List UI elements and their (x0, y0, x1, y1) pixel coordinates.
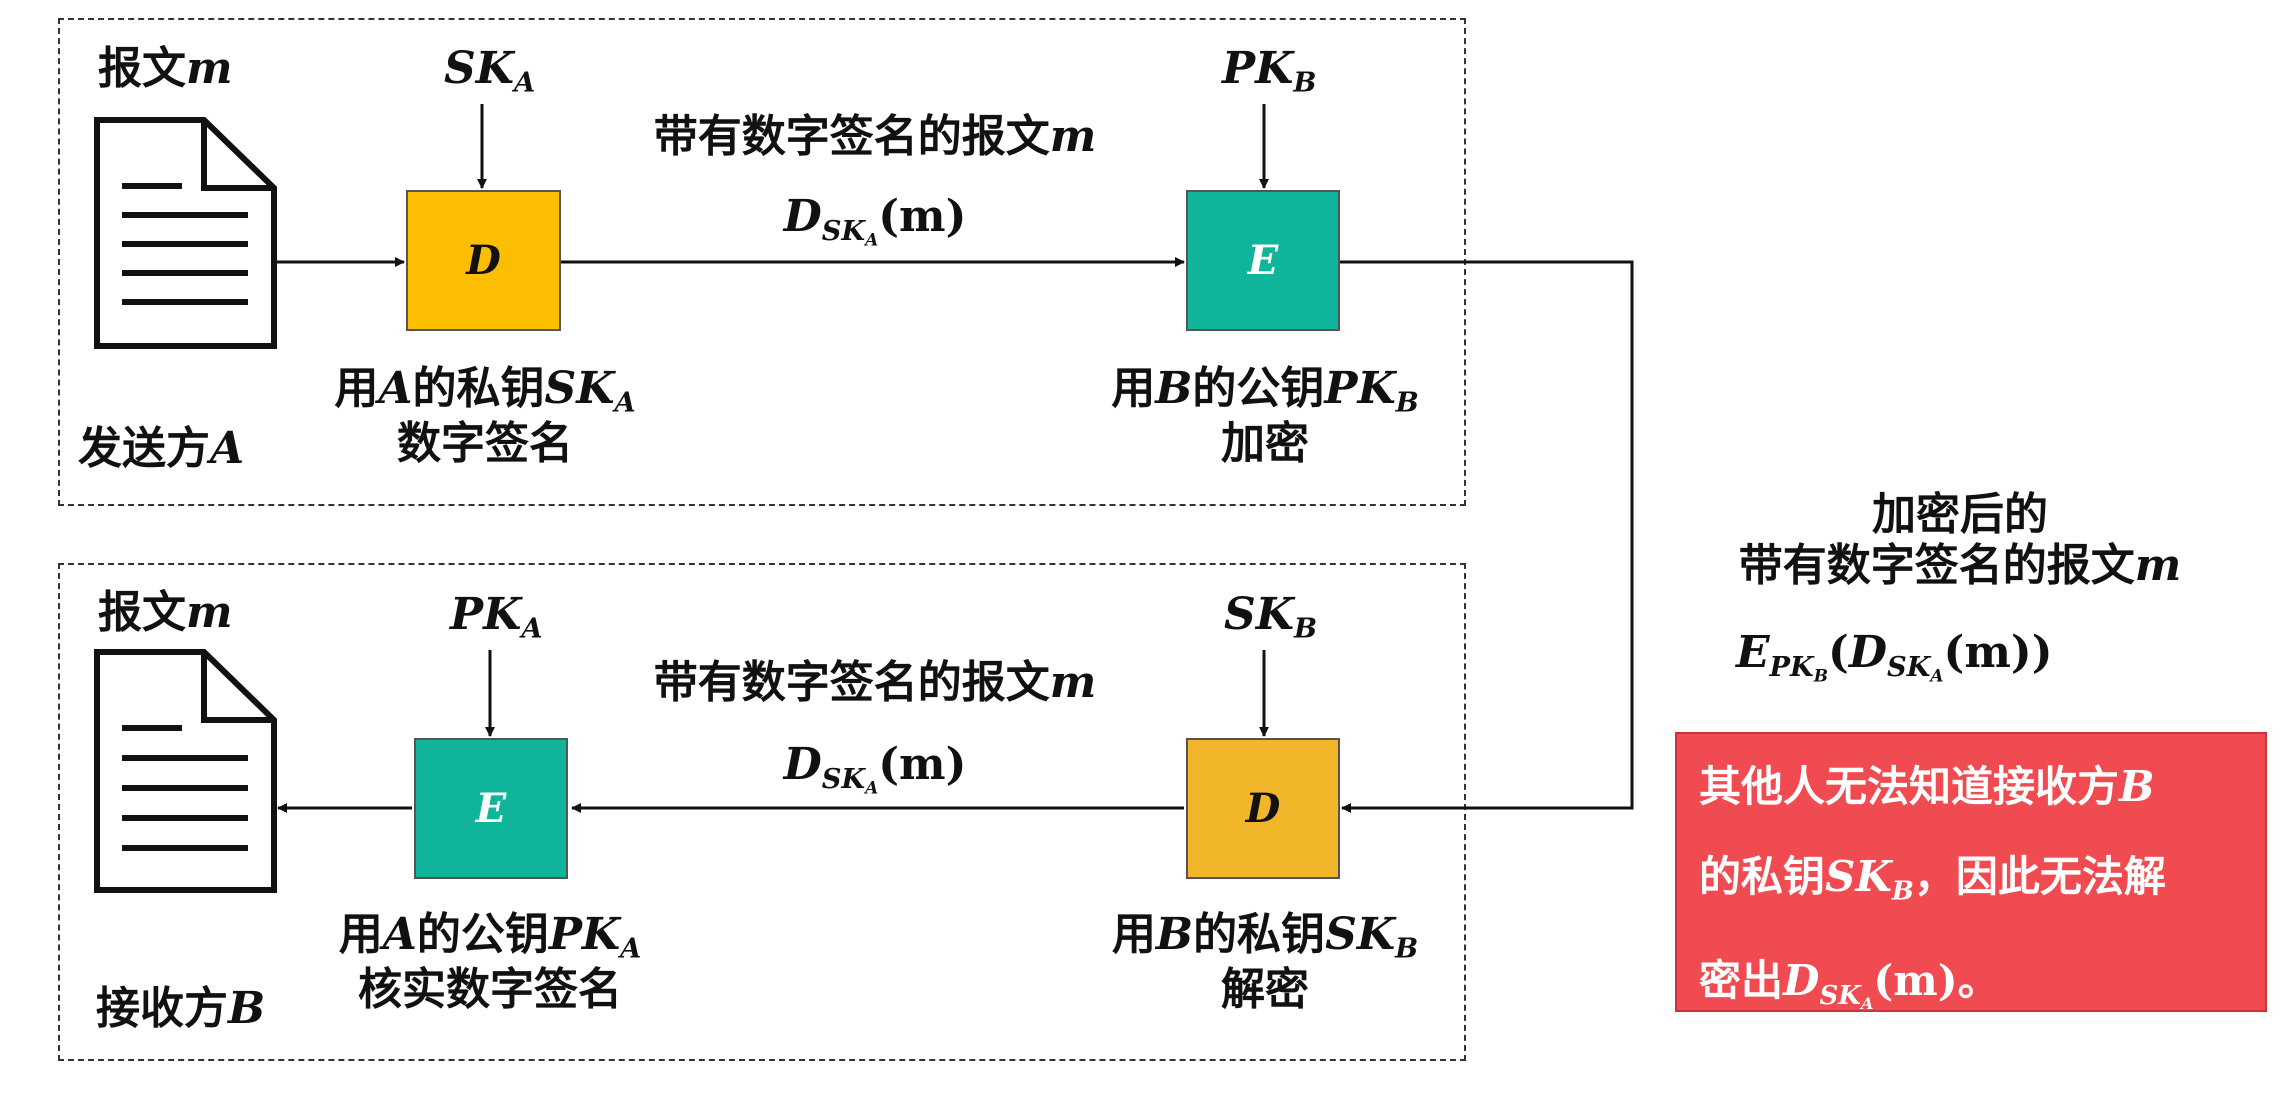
receiver-zone-label: 接收方B (96, 983, 266, 1034)
sender-key-pkb: PKB (1222, 43, 1317, 99)
verify-caption: 用A的公钥PKA 核实数字签名 (338, 909, 642, 1016)
sign-caption: 用A的私钥SKA 数字签名 (334, 363, 636, 470)
receiver-key-pka: PKA (450, 589, 543, 645)
receiver-zone (58, 563, 1466, 1061)
verify-box-e: E (414, 738, 568, 879)
encrypt-caption: 用B的公钥PKB 加密 (1111, 363, 1419, 470)
receiver-document-icon (94, 649, 277, 893)
encrypt-box-e: E (1186, 190, 1340, 331)
note-line-1: 其他人无法知道接收方B (1699, 762, 2155, 811)
decrypt-caption: 用B的私钥SKB 解密 (1111, 909, 1419, 1016)
note-line-3: 密出DSKA(m)。 (1699, 956, 2000, 1013)
decrypt-box-d: D (1186, 738, 1340, 879)
security-note: 其他人无法知道接收方B 的私钥SKB，因此无法解 密出DSKA(m)。 (1675, 732, 2267, 1013)
channel-path (1339, 260, 1634, 813)
receiver-doc-label: 报文m (98, 587, 233, 638)
sender-arrow-label: 带有数字签名的报文m (653, 111, 1097, 162)
receiver-key-skb: SKB (1224, 589, 1318, 645)
sign-box-d: D (406, 190, 561, 331)
receiver-arrow-formula: DSKA(m) (783, 739, 967, 798)
sender-doc-label: 报文m (98, 43, 233, 94)
note-line-2: 的私钥SKB，因此无法解 (1699, 852, 2166, 907)
channel-label: 加密后的 带有数字签名的报文m (1738, 489, 2182, 591)
sender-zone-label: 发送方A (78, 423, 245, 474)
sender-document-icon (94, 117, 277, 349)
channel-formula: EPKB(DSKA(m)) (1736, 627, 2053, 686)
sender-arrow-formula: DSKA(m) (783, 191, 967, 250)
receiver-arrow-label: 带有数字签名的报文m (653, 657, 1097, 708)
sender-key-ska: SKA (444, 43, 536, 99)
